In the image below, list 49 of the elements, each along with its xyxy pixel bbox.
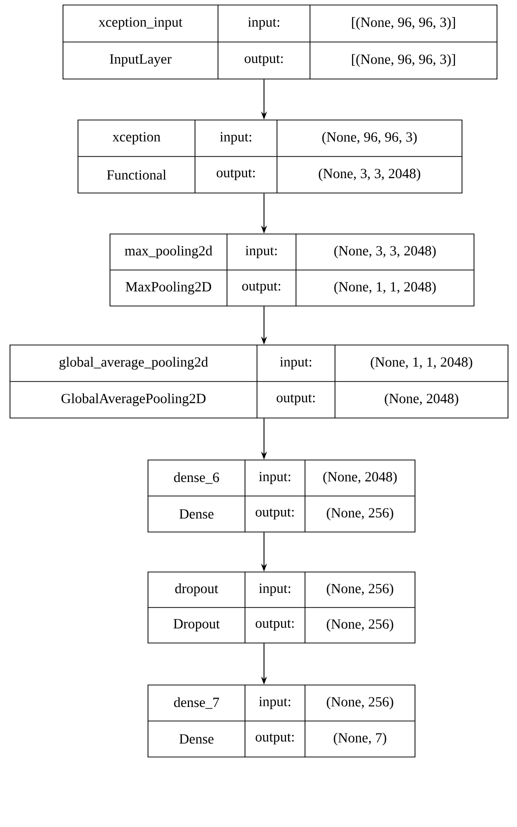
layer-name: xception_input [98, 17, 182, 30]
layer-table [78, 120, 462, 194]
port-label: output: [256, 620, 294, 631]
layer-class: Dropout [174, 619, 220, 632]
shape-value: [(None, 96, 96, 3)] [352, 54, 455, 67]
layer-name: max_pooling2d [124, 246, 212, 258]
shape-value: (None, 3, 3, 2048) [334, 246, 436, 258]
layer-class: MaxPooling2D [126, 282, 212, 294]
shape-value: (None, 3, 3, 2048) [318, 168, 420, 182]
layer-class: InputLayer [110, 54, 172, 67]
port-label: output: [256, 508, 294, 520]
port-label: input: [258, 584, 290, 596]
shape-value: (None, 96, 96, 3) [322, 132, 417, 145]
port-label: input: [258, 696, 290, 710]
shape-value: (None, 7) [334, 732, 386, 746]
layer-class: Dense [179, 734, 214, 744]
port-label: output: [216, 169, 255, 180]
port-label: input: [258, 472, 290, 484]
layer-table [148, 572, 416, 644]
layer-class: GlobalAveragePooling2D [62, 393, 206, 406]
layer-name: global_average_pooling2d [59, 356, 208, 370]
shape-value: (None, 1, 1, 2048) [370, 356, 472, 370]
port-label: output: [276, 394, 315, 406]
port-label: output: [242, 282, 280, 294]
layer-table [62, 4, 498, 80]
layer-name: dense_6 [174, 472, 220, 484]
layer-table [148, 684, 416, 758]
port-label: input: [220, 132, 252, 144]
shape-value: (None, 2048) [323, 472, 397, 484]
layer-name: xception [112, 132, 160, 144]
shape-value: (None, 256) [326, 508, 394, 520]
layer-class: Functional [106, 170, 166, 180]
layer-table [148, 460, 416, 532]
layer-class: Dense [179, 509, 214, 519]
port-label: input: [245, 246, 277, 258]
port-label: input: [280, 357, 312, 370]
port-label: output: [256, 734, 294, 744]
layer-name: dense_7 [174, 697, 220, 709]
shape-value: (None, 1, 1, 2048) [334, 282, 436, 294]
port-label: input: [248, 17, 280, 30]
layer-table [10, 344, 508, 418]
shape-value: (None, 256) [326, 696, 394, 710]
layer-name: dropout [175, 583, 218, 596]
shape-value: (None, 2048) [384, 393, 458, 406]
layer-table [110, 234, 474, 306]
port-label: output: [244, 55, 283, 66]
shape-value: [(None, 96, 96, 3)] [352, 17, 455, 30]
shape-value: (None, 256) [326, 618, 394, 632]
shape-value: (None, 256) [326, 583, 394, 596]
